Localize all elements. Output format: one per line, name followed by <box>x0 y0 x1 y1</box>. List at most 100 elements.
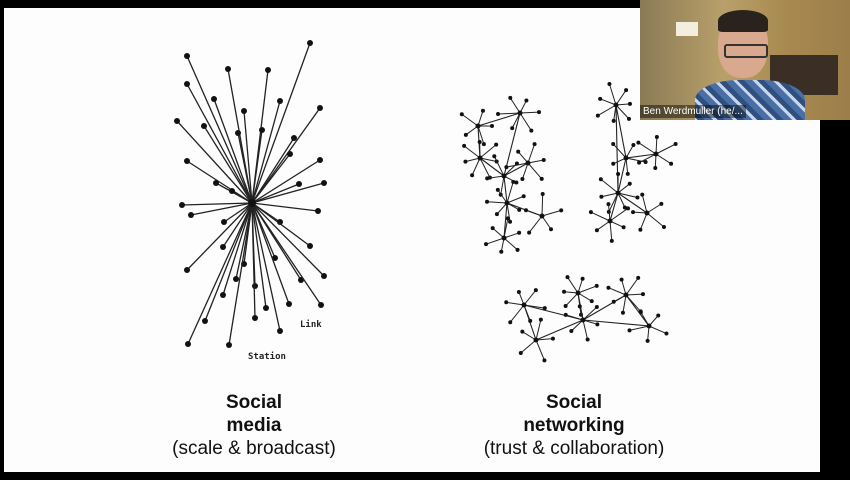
station-node <box>646 323 652 329</box>
station-node <box>599 194 604 199</box>
link-line <box>622 294 627 313</box>
link-line <box>646 212 665 228</box>
link-line <box>251 202 322 306</box>
participant-video-tile[interactable]: Ben Werdmuller (he/... <box>640 0 850 120</box>
participant-name-label: Ben Werdmuller (he/... <box>640 105 746 118</box>
station-node <box>636 140 641 145</box>
station-node <box>517 230 522 235</box>
link-label: Link <box>300 319 322 330</box>
station-node <box>201 123 207 129</box>
link-line <box>509 304 525 323</box>
link-line <box>519 112 532 131</box>
station-node <box>504 200 510 206</box>
station-node <box>640 192 645 197</box>
link-line <box>521 162 529 180</box>
network-diagrams: Link Station <box>174 40 678 363</box>
station-node <box>508 320 513 325</box>
station-node <box>494 212 499 217</box>
station-node <box>463 159 468 164</box>
link-line <box>527 143 536 164</box>
station-node <box>627 328 632 333</box>
station-node <box>499 249 504 254</box>
link-line <box>223 202 253 223</box>
station-node <box>640 292 645 297</box>
station-node <box>494 142 499 147</box>
link-line <box>655 143 676 155</box>
station-node <box>533 337 539 343</box>
station-node <box>611 299 616 304</box>
centralized-network-diagram <box>174 40 327 348</box>
station-node <box>539 213 545 219</box>
link-line <box>176 120 253 204</box>
station-node <box>517 207 522 212</box>
station-node <box>521 302 527 308</box>
station-node <box>179 202 185 208</box>
link-line <box>541 209 562 217</box>
station-node <box>277 328 283 334</box>
left-caption: Social media (scale & broadcast) <box>144 391 364 460</box>
station-node <box>481 142 486 147</box>
station-node <box>501 173 507 179</box>
station-node <box>524 208 529 213</box>
station-node <box>542 306 547 311</box>
station-node <box>307 243 313 249</box>
link-line <box>608 192 619 213</box>
link-line <box>251 202 319 212</box>
link-line <box>186 55 253 204</box>
link-line <box>251 183 300 204</box>
station-node <box>622 205 627 210</box>
link-line <box>465 157 481 163</box>
link-line <box>617 192 648 214</box>
link-line <box>527 159 544 164</box>
station-node <box>317 105 323 111</box>
link-line <box>648 325 667 334</box>
link-line <box>251 202 325 277</box>
link-line <box>577 285 597 294</box>
link-line <box>629 325 650 331</box>
link-line <box>582 319 650 327</box>
station-node <box>638 227 643 232</box>
link-line <box>608 83 617 106</box>
station-node <box>484 242 489 247</box>
link-line <box>600 178 619 194</box>
station-node <box>515 247 520 252</box>
station-node <box>470 173 475 178</box>
station-node <box>233 276 239 282</box>
station-node <box>654 135 659 140</box>
station-node <box>521 194 526 199</box>
link-line <box>477 125 485 145</box>
link-line <box>204 202 253 322</box>
link-line <box>535 338 553 341</box>
station-node <box>575 290 581 296</box>
link-line <box>596 220 611 231</box>
link-line <box>251 153 291 204</box>
link-line <box>523 289 537 306</box>
link-line <box>203 125 253 204</box>
link-line <box>479 157 505 177</box>
link-line <box>479 144 497 159</box>
station-node <box>485 199 490 204</box>
link-line <box>523 304 545 309</box>
link-line <box>186 202 253 271</box>
link-line <box>647 325 650 341</box>
right-caption-subtitle: (trust & collaboration) <box>483 438 665 459</box>
station-node <box>477 155 483 161</box>
link-line <box>186 83 253 204</box>
station-node <box>669 161 674 166</box>
station-node <box>272 255 278 261</box>
link-line <box>522 331 537 341</box>
station-node <box>644 210 650 216</box>
left-caption-title: Social <box>226 392 282 413</box>
station-node <box>459 112 464 117</box>
station-node <box>528 318 533 323</box>
station-node <box>225 66 231 72</box>
station-node <box>533 288 538 293</box>
station-node <box>213 180 219 186</box>
link-line <box>213 98 253 204</box>
station-node <box>287 151 293 157</box>
link-line <box>609 192 619 222</box>
station-node <box>635 195 640 200</box>
link-line <box>477 110 484 127</box>
link-line <box>503 232 520 239</box>
station-node <box>315 208 321 214</box>
